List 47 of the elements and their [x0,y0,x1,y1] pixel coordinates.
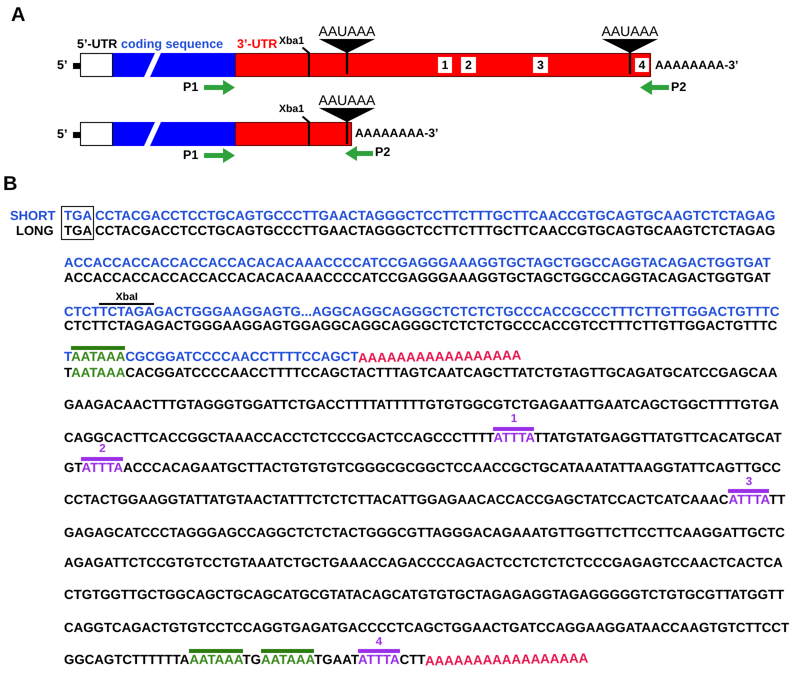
signal-label: AAUAAA [318,93,376,107]
sequence-line: GTATTTAACCCACAGAATGCTTACTGTGTGTCGGGCGCGGCTCCAACCGCTGCATAAATATTAAGGTATTCAGTTGCC [64,460,781,474]
signal-label: AAUAAA [318,24,376,38]
sequence-line: TAATAAACACGGATCCCCAACCTTTTCCAGCTACTTTAGTCAATCAGCTTATCTGTAGTTGCAGATGCATCCGAGCAA [64,366,778,380]
polya-tail-label: AAAAAAAA-3’ [655,59,738,71]
signal-label: AAUAAA [602,24,658,38]
coding-segment [113,122,235,146]
sequence-line: GAAGACAACTTTGTAGGGTGGATTCTGACCTTTTATTTTTGTGTGGCGTCTGAGAATTGAATCAGCTGGCTTTTGTGA [64,398,779,412]
sequence-line: CAGGTCAGACTGTGTCCTCCAGGTGAGATGACCCCTCAGCTGGAACTGATCCAGGAAGGATAACCAAGTGTCTTCCT [64,620,790,634]
sequence-line: ACCACCACCACCACCACCACACACAAACCCCATCCGAGGGAAAGGTGCTAGCTGGCCAGGTACAGACTGGTGAT [64,256,771,270]
primer-label: P1 [183,81,198,94]
sequence-line: CAGGCACTTCACCGGCTAAACCACCTCTCCCGACTCCAGCCCTTTTATTTATTATGTATGAGGTTATGTTCACATGCAT [64,430,782,444]
sequence-line: CTCTTCTAGAGACTGGGAAGGAGTGGAGGCAGGCAGGGCTCTCTCTGCCCACCGTCCTTTCTTGTTGGACTGTTTC [64,319,778,333]
sequence-line: GGCAGTCTTTTTTAAATAAATGAATAAATGAATATTTACTTAAAAAAAAAAAAAAAAA [64,653,589,667]
sequence-line: TAATAAACGCGGATCCCCAACCTTTTCCAGCTAAAAAAAAAAAAAAAAA [64,350,522,364]
motif-marker: 1 [438,57,452,73]
primer-label: P2 [671,81,686,94]
primer-label: P1 [183,149,198,162]
sequence-name: LONG [16,224,54,236]
site-label: Xba1 [279,104,304,114]
callout-number: 2 [99,444,106,456]
sequence-line: CCTACTGGAAGGTATTATGTAACTATTTCTCTCTTACATTGGAGAACACCACCGAGCTATCCACTCATCAAACATTTATT [64,493,786,507]
segment-label: 3’-UTR [237,37,278,51]
sequence-line: GAGAGCATCCCTAGGGAGCCAGGCTCTCTACTGGGCGTTAGGGACAGAAATGTTGGTTCTTCCTTCAAGGATTGCTC [64,526,785,540]
sequence-line: ACCACCACCACCACCACCACACACAAACCCCATCCGAGGGAAAGGTGCTAGCTGGCCAGGTACAGACTGGTGAT [64,270,771,284]
panel-label: A [11,5,26,25]
sequence-name: SHORT [10,208,56,222]
sequence-line: CTCTTCTAGAGACTGGGAAGGAGTG...AGGCAGGCAGGGCTCTCTCTGCCCACCGCCCTTTCTTGTTGGACTGTTTC [64,305,780,319]
motif-marker: 4 [634,57,650,73]
segment-label: 5’-UTR [77,37,118,51]
segment-label: coding sequence [121,37,224,51]
utr-segment [80,122,113,146]
polya-tail-label: AAAAAAAA-3’ [355,127,438,139]
motif-marker: 3 [533,57,548,73]
panel-label: B [3,174,18,194]
callout-number: 4 [376,636,382,648]
end-label: 5’ [57,128,68,140]
callout-number: 3 [746,476,752,488]
sequence-line: AGAGATTCTCCGTGTCCTGTAAATCTGCTGAAACCAGACCCCAGACTCCTCTCTCTCCCGAGAGTCCAACTCACTCA [64,556,783,570]
primer-label: P2 [375,146,390,158]
sequence-line: CTGTGGTTGCTGGCAGCTGCAGCATGCGTATACAGCATGTGTGCTAGAGAGGTAGAGGGGGTCTGTGCGTTATGGTT [64,588,784,602]
end-label: 5’ [57,59,68,72]
site-label: Xba1 [279,36,304,46]
site-label: XbaI [116,292,138,302]
motif-marker: 2 [461,57,476,73]
callout-number: 1 [510,414,518,426]
utr-segment [235,122,352,146]
